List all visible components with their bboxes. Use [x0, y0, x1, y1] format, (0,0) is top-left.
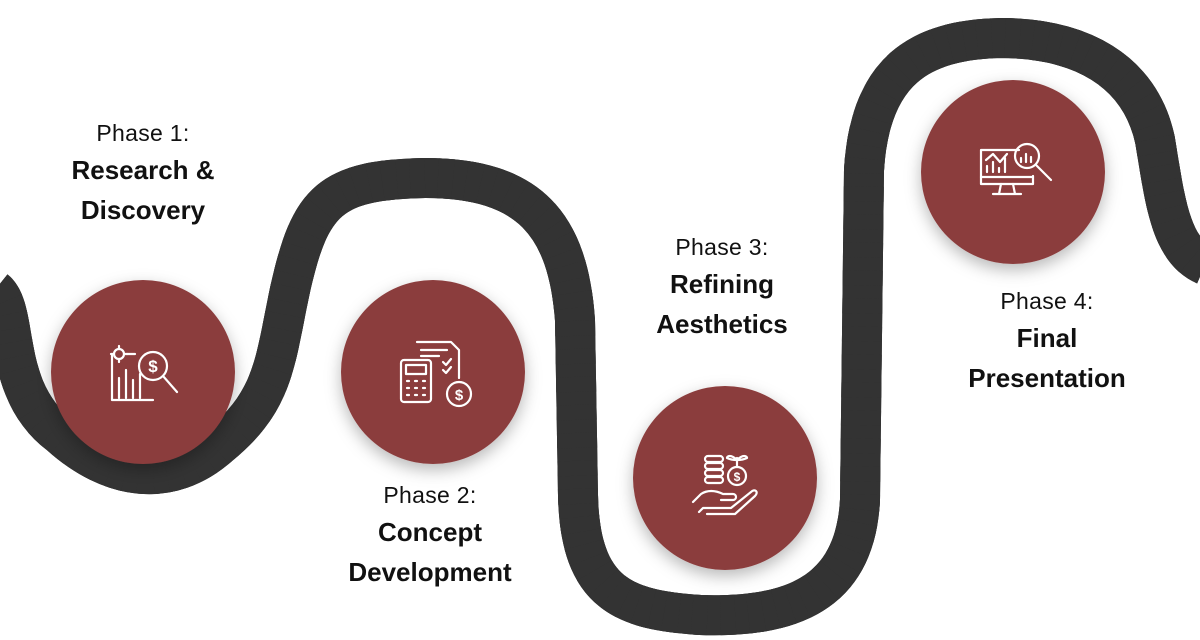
phase-1-label: Phase 1: Research & Discovery — [13, 118, 273, 230]
phase-3-title: Refining Aesthetics — [592, 264, 852, 344]
svg-text:$: $ — [148, 357, 158, 376]
phase-2-title-line1: Concept — [378, 517, 482, 547]
phase-2-disc — [341, 280, 525, 464]
hand-coins-plant-icon: $ — [691, 454, 758, 516]
phase-4-title: Final Presentation — [917, 318, 1177, 398]
phase-3-disc — [633, 386, 817, 570]
phase-2-prefix: Phase 2: — [383, 482, 477, 508]
phase-4-title-line1: Final — [1016, 323, 1078, 353]
calculator-invoice-icon: $ — [399, 340, 473, 408]
phase-3-label: Phase 3: Refining Aesthetics — [592, 232, 852, 344]
phase-3-marker: $ — [633, 386, 817, 570]
phase-1-title-line2: Discovery — [80, 195, 206, 225]
phase-4-prefix: Phase 4: — [1000, 288, 1094, 314]
phase-4-title-line2: Presentation — [968, 363, 1126, 393]
phase-2-label: Phase 2: Concept Development — [300, 480, 560, 592]
chart-magnifier-dollar-icon: $ — [109, 344, 179, 402]
phase-2-title-line2: Development — [348, 557, 512, 587]
phase-1-title: Research & Discovery — [13, 150, 273, 230]
phase-3-prefix: Phase 3: — [675, 234, 769, 260]
phase-4-disc — [921, 80, 1105, 264]
phase-3-title-line2: Aesthetics — [656, 309, 788, 339]
monitor-analytics-icon — [979, 142, 1053, 196]
phase-4-marker — [921, 80, 1105, 264]
phase-2-title: Concept Development — [300, 512, 560, 592]
phase-1-prefix: Phase 1: — [96, 120, 190, 146]
road — [0, 18, 1200, 615]
svg-text:$: $ — [455, 387, 464, 404]
phase-1-marker: $ — [51, 280, 235, 464]
phase-3-title-line1: Refining — [670, 269, 774, 299]
phase-1-title-line1: Research & — [71, 155, 215, 185]
svg-text:$: $ — [734, 470, 741, 484]
phase-2-marker: $ — [341, 280, 525, 464]
phase-4-label: Phase 4: Final Presentation — [917, 286, 1177, 398]
phase-1-disc — [51, 280, 235, 464]
